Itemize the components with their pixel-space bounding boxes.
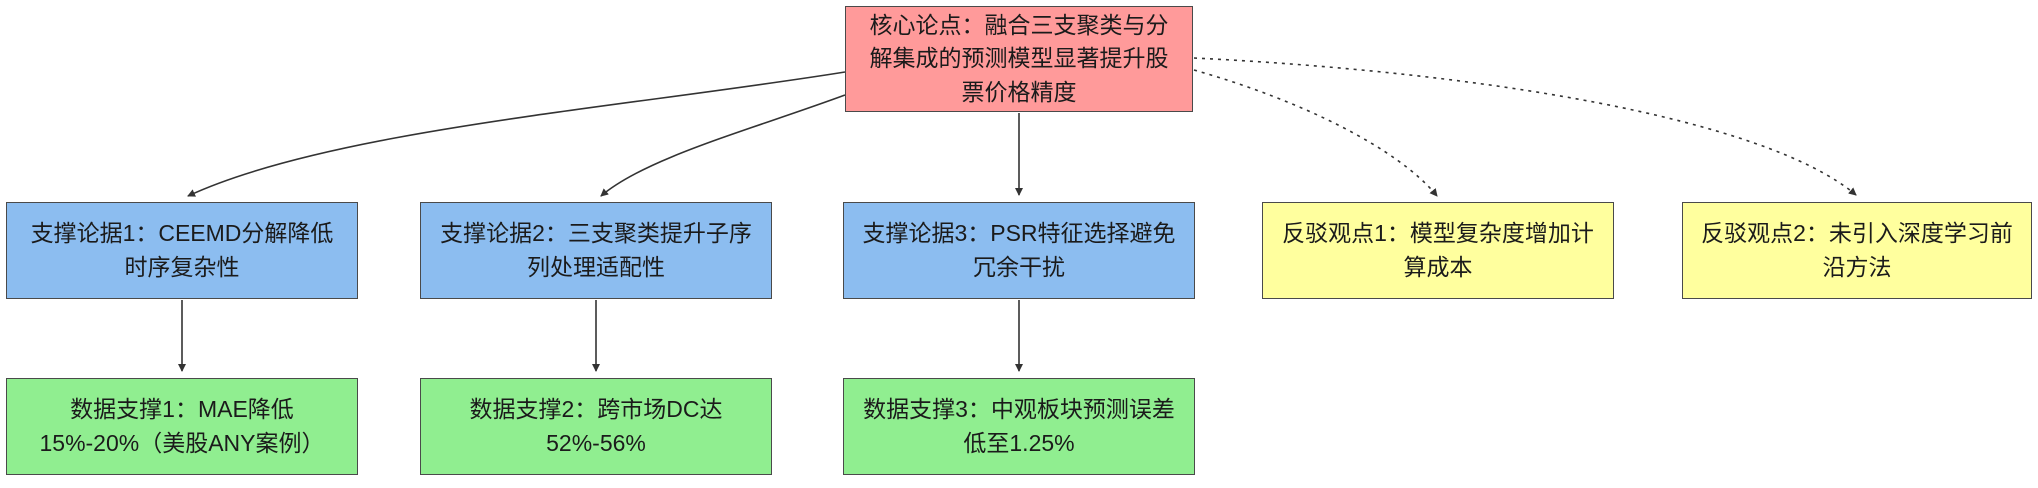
- node-support-3: 支撑论据3：PSR特征选择避免冗余干扰: [843, 202, 1195, 299]
- edge-core-rebuttal2: [1193, 57, 1857, 196]
- node-data-support-3: 数据支撑3：中观板块预测误差低至1.25%: [843, 378, 1195, 475]
- edge-core-rebuttal1: [1193, 69, 1438, 197]
- node-core-thesis: 核心论点：融合三支聚类与分解集成的预测模型显著提升股票价格精度: [845, 6, 1193, 112]
- node-rebuttal-2: 反驳观点2：未引入深度学习前沿方法: [1682, 202, 2032, 299]
- node-data-support-2: 数据支撑2：跨市场DC达52%-56%: [420, 378, 772, 475]
- node-support-2: 支撑论据2：三支聚类提升子序列处理适配性: [420, 202, 772, 299]
- node-rebuttal-1: 反驳观点1：模型复杂度增加计算成本: [1262, 202, 1614, 299]
- node-support-1: 支撑论据1：CEEMD分解降低时序复杂性: [6, 202, 358, 299]
- edge-core-support1: [187, 71, 846, 197]
- edge-core-support2: [600, 94, 846, 197]
- node-data-support-1: 数据支撑1：MAE降低15%-20%（美股ANY案例）: [6, 378, 358, 475]
